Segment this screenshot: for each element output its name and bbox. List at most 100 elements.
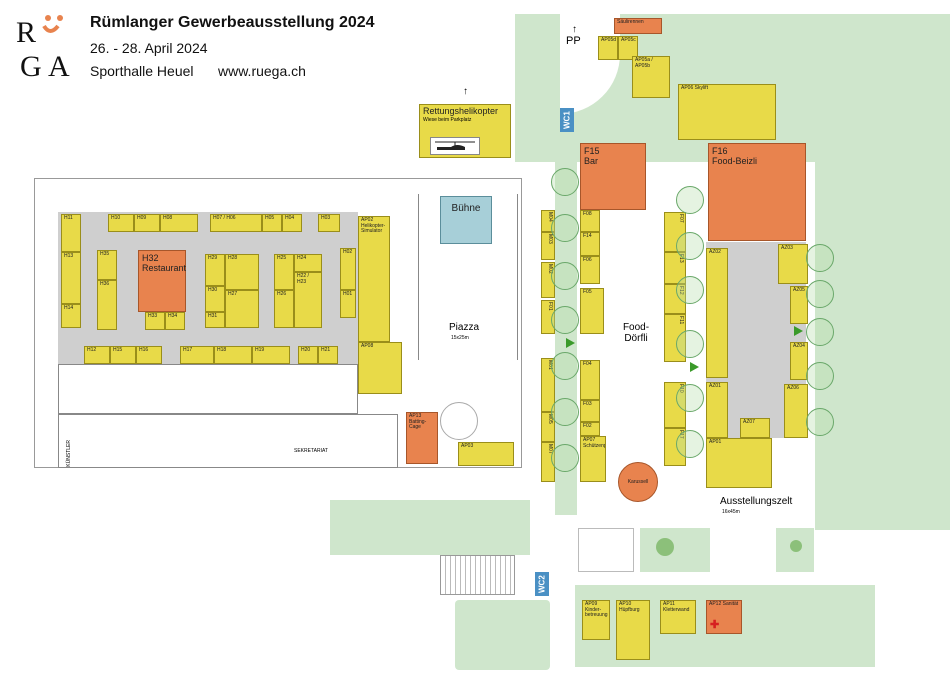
stand-h35[interactable]: H35 <box>97 250 117 280</box>
event-url[interactable]: www.ruega.ch <box>218 63 306 79</box>
stand-h07[interactable]: H07 / H06 <box>210 214 262 232</box>
stand-h27[interactable]: H27 <box>225 290 259 328</box>
wc1-label[interactable]: WC1 <box>560 108 574 132</box>
stand-az06[interactable]: AZ06 <box>784 384 808 438</box>
stand-f08[interactable]: F08 <box>580 210 600 232</box>
hall-lower-rooms <box>58 364 358 414</box>
stand-m05[interactable]: M05 <box>541 412 555 442</box>
stand-ap11[interactable]: AP11 Kletterwand <box>660 600 696 634</box>
tree-icon <box>676 384 704 412</box>
stand-az04[interactable]: AZ04 <box>790 342 808 380</box>
direction-arrow-icon <box>794 326 803 336</box>
stand-h26[interactable]: H26 <box>274 290 294 328</box>
f15-label: F15 <box>584 146 600 156</box>
stand-ap09[interactable]: AP09 Kinder-betreuung <box>582 600 610 640</box>
stand-h28[interactable]: H28 <box>225 254 259 290</box>
tree-icon <box>806 408 834 436</box>
hall-bottom-rooms <box>58 414 398 468</box>
stand-h10[interactable]: H10 <box>108 214 134 232</box>
wc2-label[interactable]: WC2 <box>535 572 549 596</box>
tree-icon <box>806 280 834 308</box>
stand-az01[interactable]: AZ01 <box>706 382 728 438</box>
stand-ap05c[interactable]: AP05c <box>618 36 638 60</box>
event-dates: 26. - 28. April 2024 <box>90 40 208 56</box>
tree-icon <box>551 214 579 242</box>
stand-h13[interactable]: H13 <box>61 252 81 304</box>
stand-h14[interactable]: H14 <box>61 304 81 328</box>
stand-ap07[interactable]: AP07 Schützenpanzer <box>580 436 606 482</box>
helicopter-icon <box>430 137 480 155</box>
stand-f14[interactable]: F14 <box>580 232 600 256</box>
stand-h02[interactable]: H02 <box>340 248 356 290</box>
logo-icon: R G A <box>16 15 70 83</box>
stand-h36[interactable]: H36 <box>97 280 117 330</box>
stand-h19[interactable]: H19 <box>252 346 290 364</box>
stand-ap03[interactable]: AP03 <box>458 442 514 466</box>
stand-f02[interactable]: F02 <box>580 422 600 436</box>
stand-ap10[interactable]: AP10 Hüpfburg <box>616 600 650 660</box>
helicopter-area[interactable]: Rettungshelikopter Wiese beim Parkplatz <box>419 104 511 158</box>
stand-f06[interactable]: F06 <box>580 256 600 284</box>
stand-h21[interactable]: H21 <box>318 346 338 364</box>
stand-saeulirennen[interactable]: Säulirennen <box>614 18 662 34</box>
stand-h12[interactable]: H12 <box>84 346 110 364</box>
stand-h22[interactable]: H22 / H23 <box>294 272 322 328</box>
stand-f04[interactable]: F04 <box>580 360 600 400</box>
tree-icon <box>676 430 704 458</box>
stand-ap06[interactable]: AP06 Skylift <box>678 84 776 140</box>
page-title: Rümlanger Gewerbeausstellung 2024 <box>90 14 375 31</box>
piazza-label: Piazza <box>449 322 480 333</box>
stand-h20[interactable]: H20 <box>298 346 318 364</box>
stage-buehne[interactable]: Bühne <box>440 196 492 244</box>
tent-size: 16x45m <box>722 509 740 515</box>
stand-h08[interactable]: H08 <box>160 214 198 232</box>
stand-f16-foodbeizli[interactable]: F16 Food-Beizli <box>708 143 806 241</box>
stand-f03[interactable]: F03 <box>580 400 600 422</box>
svg-text:R: R <box>16 16 36 49</box>
stand-ap01[interactable]: AP01 <box>706 438 772 488</box>
svg-text:A: A <box>48 50 70 82</box>
stand-h04[interactable]: H04 <box>282 214 302 232</box>
stand-h25[interactable]: H25 <box>274 254 294 290</box>
stand-h03[interactable]: H03 <box>318 214 340 232</box>
stand-az05[interactable]: AZ05 <box>790 286 808 324</box>
stand-ap05d[interactable]: AP05d <box>598 36 618 60</box>
stand-h33[interactable]: H33 <box>145 312 165 330</box>
stand-h05[interactable]: H05 <box>262 214 282 232</box>
stand-ap13[interactable]: AP13 Batting-Cage <box>406 412 438 464</box>
stand-az07[interactable]: AZ07 <box>740 418 770 438</box>
stand-h24[interactable]: H24 <box>294 254 322 272</box>
stand-h30[interactable]: H30 <box>205 286 225 312</box>
stand-f05[interactable]: F05 <box>580 288 604 334</box>
stand-f15-bar[interactable]: F15 Bar <box>580 143 646 210</box>
stand-h01[interactable]: H01 <box>340 290 356 318</box>
tree-icon <box>676 276 704 304</box>
stand-h29[interactable]: H29 <box>205 254 225 286</box>
stand-m03[interactable]: M03 <box>541 232 555 260</box>
stand-h31[interactable]: H31 <box>205 312 225 328</box>
food-doerfli-label: Food-Dörfli <box>616 322 656 344</box>
stand-h11[interactable]: H11 <box>61 214 81 252</box>
stand-h18[interactable]: H18 <box>214 346 252 364</box>
stand-h34[interactable]: H34 <box>165 312 185 330</box>
stand-ap12[interactable]: AP12 Sanität <box>706 600 742 634</box>
stand-h16[interactable]: H16 <box>136 346 162 364</box>
playground-box <box>578 528 634 572</box>
tree-icon <box>806 244 834 272</box>
stand-ap08[interactable]: AP08 <box>358 342 402 394</box>
stand-h09[interactable]: H09 <box>134 214 160 232</box>
logo: R G A <box>14 12 84 83</box>
stand-f13[interactable]: F13 <box>664 252 686 284</box>
stand-az03[interactable]: AZ03 <box>778 244 808 284</box>
pp-arrow-icon: ↑ <box>572 24 577 35</box>
stand-ap05a[interactable]: AP05a / AP05b <box>632 56 670 98</box>
stand-h32-restaurant[interactable]: H32 Restaurant <box>138 250 186 312</box>
circle-feature <box>440 402 478 440</box>
stand-ap02[interactable]: AP02 Helikopter-Simulator <box>358 216 390 342</box>
tree-icon <box>551 306 579 334</box>
stand-az02[interactable]: AZ02 <box>706 248 728 378</box>
karussell[interactable]: Karussell <box>618 462 658 502</box>
piazza-area <box>418 194 518 360</box>
stand-h17[interactable]: H17 <box>180 346 214 364</box>
stand-h15[interactable]: H15 <box>110 346 136 364</box>
